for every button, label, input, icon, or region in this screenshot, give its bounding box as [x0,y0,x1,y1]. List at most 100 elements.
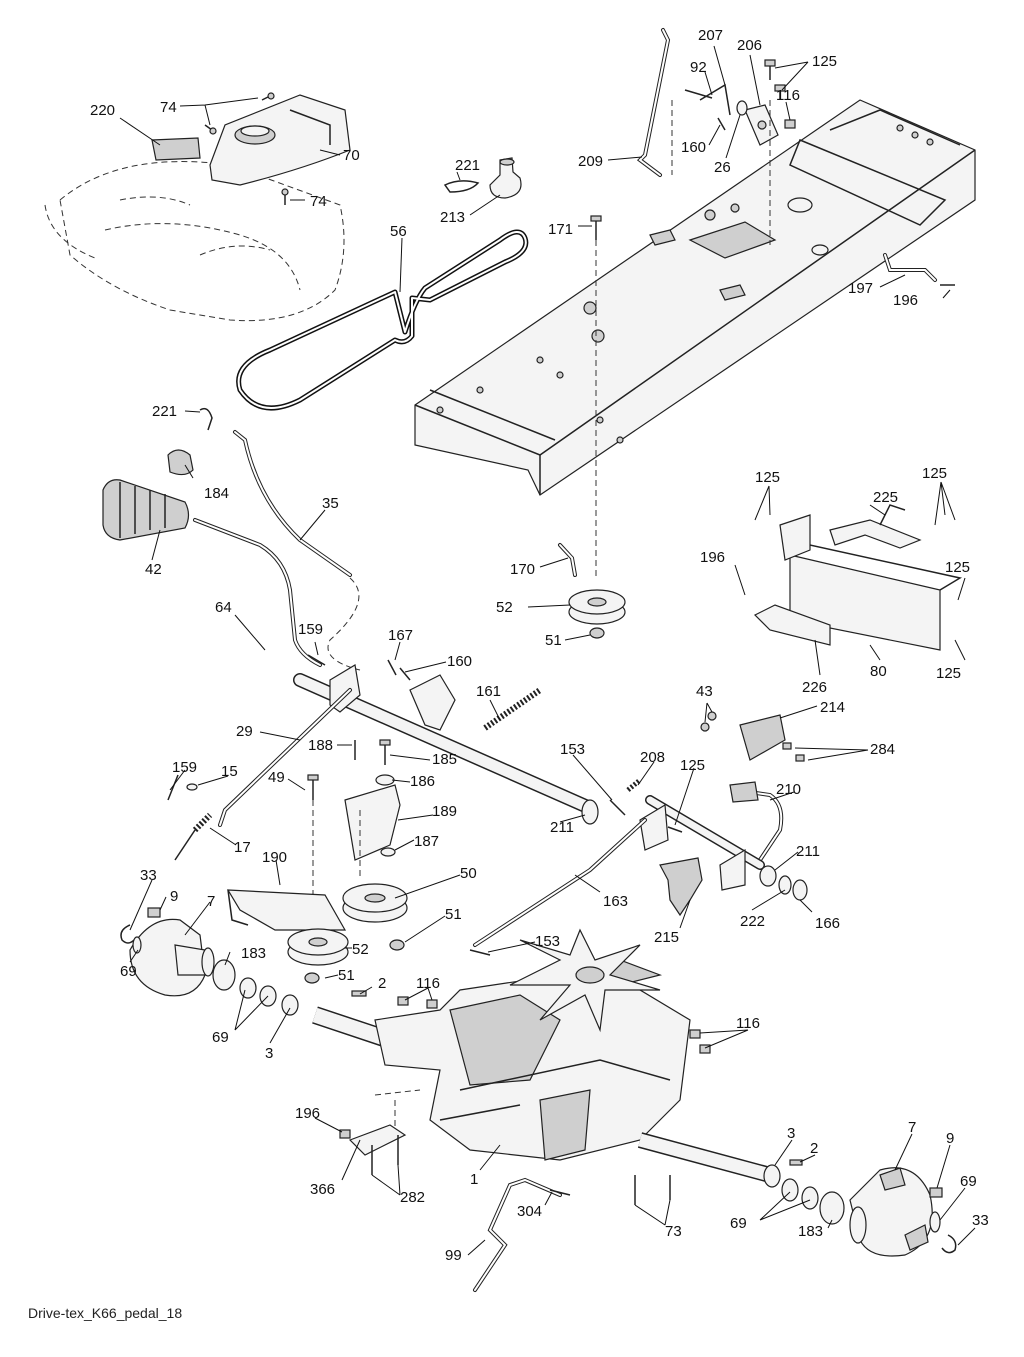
belt-56 [236,229,529,411]
label-153a: 153 [560,741,585,758]
label-125c: 125 [922,465,947,482]
label-282: 282 [400,1189,425,1206]
washer-69c2 [801,1186,819,1210]
label-9b: 9 [946,1130,954,1147]
bearing-183a [212,959,236,991]
washer-69a [132,936,142,954]
bolt-185 [379,739,391,765]
pin-207 [699,83,731,116]
label-26: 26 [714,159,731,176]
hub-7b [849,1167,933,1257]
bolt-9b [929,1187,943,1198]
clip-221b [199,407,213,431]
label-125d: 125 [945,559,970,576]
rod-209 [636,28,671,177]
label-221a: 221 [455,157,480,174]
label-29: 29 [236,723,253,740]
transaxle-1 [312,959,773,1183]
label-163: 163 [603,893,628,910]
label-226: 226 [802,679,827,696]
grip-42 [102,479,190,541]
label-211b: 211 [796,843,820,860]
nut-284b [795,754,805,762]
label-206: 206 [737,37,762,54]
washer-222 [778,875,792,895]
bracket-right [639,803,746,891]
key-2b [789,1159,803,1166]
washer-187 [380,847,396,857]
label-188: 188 [308,737,333,754]
label-189: 189 [432,803,457,820]
bolt-171 [590,215,602,240]
bolt-125f [667,826,683,833]
label-69d: 69 [730,1215,747,1232]
label-2a: 2 [378,975,386,992]
label-304: 304 [517,1203,542,1220]
label-209: 209 [578,153,603,170]
label-161: 161 [476,683,501,700]
label-50: 50 [460,865,477,882]
label-56: 56 [390,223,407,240]
pin-160b [399,667,411,681]
screw-74c [281,188,289,205]
label-116a: 116 [776,87,800,104]
spring-208 [626,778,642,792]
nut-116c1 [689,1029,701,1039]
label-171: 171 [548,221,573,238]
nut-196c [339,1129,351,1139]
pulley-52a [568,589,626,625]
leader-lines [119,45,976,1256]
label-69c: 69 [960,1173,977,1190]
bracket-170 [558,543,577,577]
label-160a: 160 [681,139,706,156]
label-42: 42 [145,561,162,578]
label-196b: 196 [700,549,725,566]
bracket-225 [829,504,922,549]
label-196a: 196 [893,292,918,309]
snap-ring-33a [120,924,135,944]
label-17: 17 [234,839,251,856]
pulley-52b [287,928,349,966]
nut-116a [784,119,796,129]
spring-17 [174,812,213,861]
spring-161 [483,687,542,731]
label-2b: 2 [810,1140,818,1157]
bushing-186 [375,774,395,786]
label-43: 43 [696,683,713,700]
nut-43a [707,711,717,721]
label-284: 284 [870,741,895,758]
washer-3a [281,994,299,1016]
label-74b: 74 [310,193,327,210]
chassis-frame [414,99,976,496]
label-69b: 69 [212,1029,229,1046]
hub-7a [129,918,215,997]
nut-116b1 [397,996,409,1006]
label-153b: 153 [535,933,560,950]
fan [509,928,661,1033]
label-184: 184 [204,485,229,502]
label-183a: 183 [241,945,266,962]
nut-284a [782,742,792,750]
rod-35 [233,430,352,577]
pedal-215 [659,857,703,917]
label-125e: 125 [936,665,961,682]
bracket-226 [753,604,831,646]
label-225: 225 [873,489,898,506]
label-99: 99 [445,1247,462,1264]
label-1: 1 [470,1171,478,1188]
lever-64 [193,518,322,667]
dash-line-4 [327,577,361,671]
label-7b: 7 [908,1119,916,1136]
bracket-366 [348,1124,407,1156]
pedal-210 [729,781,784,862]
label-220: 220 [90,102,115,119]
label-221b: 221 [152,403,177,420]
pulley-50 [342,883,408,923]
bushing-211a [581,799,599,825]
label-185: 185 [432,751,457,768]
label-207: 207 [698,27,723,44]
label-35: 35 [322,495,339,512]
bolt-92 [684,89,713,99]
bracket-206 [744,104,779,146]
